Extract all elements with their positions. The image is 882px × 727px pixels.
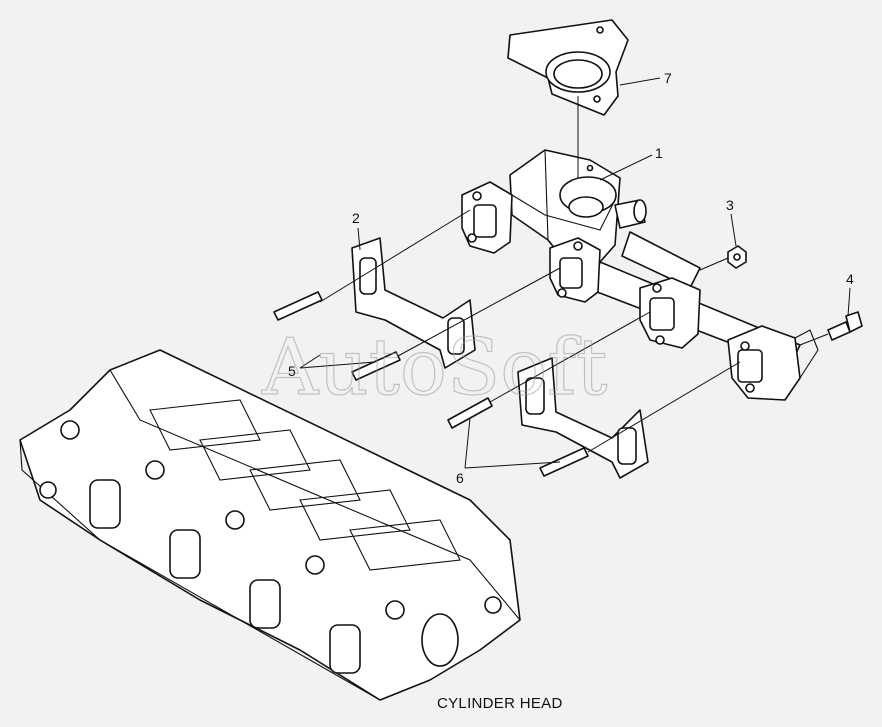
callout-5: 5 (288, 363, 296, 379)
manifold-body (461, 149, 819, 401)
cylinder-head (19, 349, 521, 701)
diagram-caption: CYLINDER HEAD (437, 695, 563, 712)
callout-6: 6 (456, 470, 464, 486)
leader-lines (299, 77, 851, 469)
callout-1: 1 (655, 145, 663, 161)
nut (727, 245, 747, 269)
bolt (827, 311, 863, 341)
flange-plate (507, 19, 629, 116)
callout-2: 2 (352, 210, 360, 226)
callout-7: 7 (664, 70, 672, 86)
callout-4: 4 (846, 271, 854, 287)
watermark-text: AutoSoft (261, 323, 607, 413)
callout-3: 3 (726, 197, 734, 213)
studs (273, 291, 589, 477)
gasket-set (351, 237, 649, 479)
